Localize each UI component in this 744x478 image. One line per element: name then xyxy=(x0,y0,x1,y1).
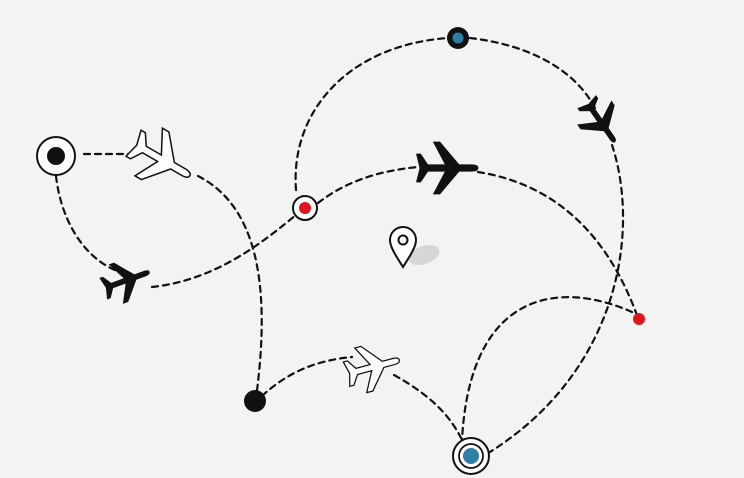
black-dot-marker-bottom xyxy=(244,390,266,412)
location-pin-icon xyxy=(388,226,440,269)
route-right-plane-to-blue-ring xyxy=(488,143,625,454)
red-ring-marker-center xyxy=(292,195,318,221)
blue-ring-marker-bottom xyxy=(452,437,490,475)
route-red-ring-to-center-plane xyxy=(316,164,434,205)
route-outline-plane-to-bottom-dot xyxy=(196,174,263,400)
red-dot-marker-right xyxy=(633,313,645,325)
route-left-plane-to-red-ring xyxy=(150,208,304,289)
black-ring-marker xyxy=(36,136,76,176)
blue-dot-marker-top xyxy=(447,27,469,49)
airplane-outline-icon-bottom xyxy=(339,337,406,398)
airplane-outline-icon-top-left xyxy=(119,118,205,201)
route-bottom-dot-to-outline-plane xyxy=(260,355,354,398)
route-lines xyxy=(54,36,640,454)
route-outline-plane-to-blue-ring xyxy=(392,373,464,442)
route-top-dot-to-right-plane xyxy=(468,36,597,110)
route-ring-to-left-plane xyxy=(54,174,122,274)
route-red-ring-to-top-dot xyxy=(294,36,450,192)
airplane-solid-icon-top-right xyxy=(569,89,633,155)
route-center-plane-to-red-dot xyxy=(476,170,640,320)
route-red-dot-to-blue-ring xyxy=(460,296,634,442)
airplane-solid-icon-center xyxy=(416,141,479,195)
airplane-solid-icon-left xyxy=(96,252,157,309)
